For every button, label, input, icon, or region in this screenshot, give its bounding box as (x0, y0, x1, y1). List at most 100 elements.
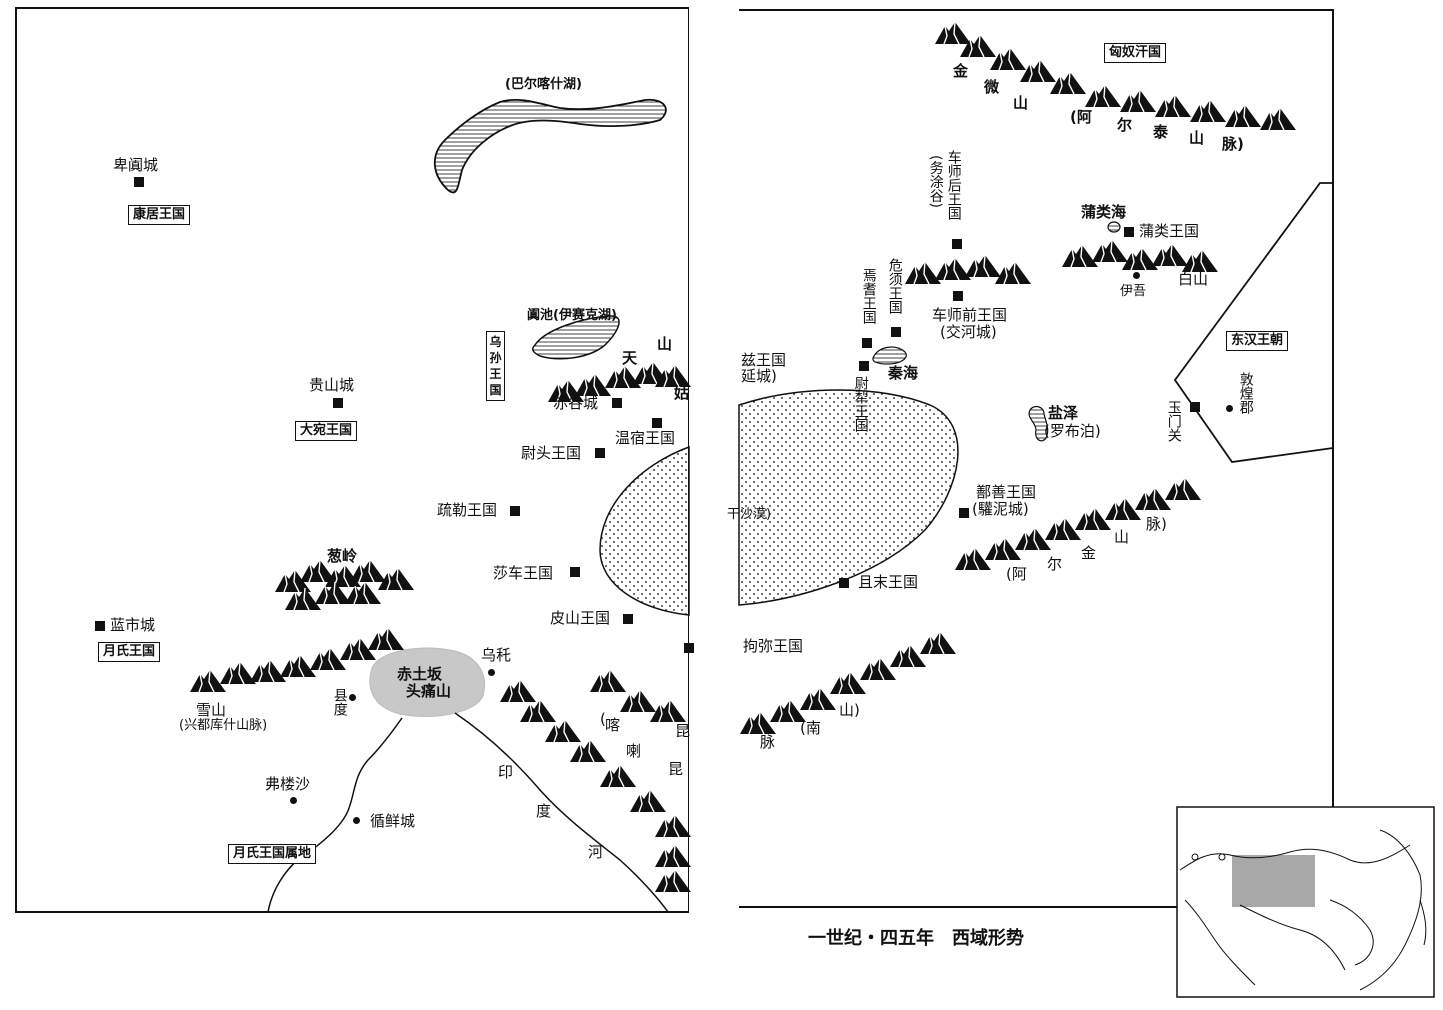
label-pishan: 皮山王国 (550, 609, 611, 627)
box-dayuan: 大宛王国 (295, 421, 358, 442)
city-marker-weili (859, 361, 869, 371)
label-altai-5: 泰 (1153, 123, 1169, 141)
label-issyk-kul: 阗池(伊赛克湖) (527, 308, 617, 323)
city-marker-chigu (612, 398, 622, 408)
box-han: 东汉王朝 (1226, 331, 1289, 352)
label-desert: 干沙漠) (727, 507, 772, 522)
inset-locator-map (1176, 806, 1435, 998)
label-baishan: 白山 (1178, 270, 1209, 288)
label-yumen: 玉门关 (1165, 400, 1182, 442)
label-karakoram-tail: 昆 (675, 722, 691, 740)
label-nanshan-1: 山) (839, 701, 860, 719)
label-yanqi: 焉耆王国 (860, 268, 877, 324)
label-lake-balkhash: (巴尔喀什湖) (505, 77, 582, 92)
label-shache: 莎车王国 (493, 564, 554, 582)
city-marker-qiemo (839, 578, 849, 588)
lake-yanze (1028, 405, 1049, 442)
label-karakoram-2: 喇 (626, 742, 642, 760)
mountains-altai (935, 22, 1296, 130)
city-marker-weixu (891, 327, 901, 337)
city-marker-lanshi (95, 621, 105, 631)
label-qiuci-b: 延城) (741, 367, 777, 385)
label-pulei: 蒲类王国 (1139, 222, 1200, 240)
label-guishan: 贵山城 (309, 376, 355, 394)
lake-issyk-kul (531, 315, 620, 360)
label-karakoram-3: 昆 (668, 760, 684, 778)
label-karakoram-0: ( (600, 710, 606, 728)
right-sheet-frame (739, 9, 1334, 908)
label-gu: 姑 (674, 384, 690, 402)
label-shanshan-note: (驩泥城) (972, 500, 1029, 518)
label-qinhai: 秦海 (888, 364, 919, 382)
label-shule: 疏勒王国 (437, 501, 498, 519)
inset-highlight-region (1232, 855, 1315, 907)
label-altun-0: 脉) (1146, 515, 1167, 533)
label-altun-1: 山 (1114, 528, 1130, 546)
label-shan: 山 (657, 335, 673, 353)
label-altai-6: 山 (1189, 129, 1205, 147)
city-marker-fuloushao (290, 797, 297, 804)
han-border (1173, 182, 1334, 463)
box-kangju: 康居王国 (128, 205, 191, 226)
label-altai-7: 脉) (1222, 135, 1244, 153)
indus-river-east (454, 712, 669, 913)
label-jumi: 拘弥王国 (743, 637, 804, 655)
label-chitu: 赤土坂 (397, 665, 443, 683)
mountains-baishan (1062, 240, 1218, 272)
label-weili: 尉犁王国 (852, 376, 869, 432)
label-xuandu: 县度 (331, 688, 348, 716)
taklamakan-desert-right (738, 389, 959, 606)
label-weitou: 尉头王国 (521, 444, 582, 462)
label-karakoram-1: 喀 (605, 716, 621, 734)
city-marker-shule (510, 506, 520, 516)
label-beitian: 卑阗城 (113, 156, 159, 174)
lake-pulei-hai (1107, 221, 1121, 233)
city-marker-beitian (134, 177, 144, 187)
label-hindu-kush: (兴都库什山脉) (179, 718, 268, 733)
label-yiwu: 伊吾 (1120, 284, 1147, 299)
label-lanshi: 蓝市城 (110, 616, 156, 634)
label-indus-1: 度 (536, 802, 552, 820)
label-jushi-qian: 车师前王国 (932, 306, 1008, 324)
city-marker-wuhao (488, 669, 495, 676)
label-nanshan-0: (南 (800, 719, 821, 737)
label-tian: 天 (622, 349, 638, 367)
map-caption: 一世纪・四五年 西域形势 (808, 928, 1024, 949)
label-altai-0: 金 (953, 62, 969, 80)
label-qiemo: 且末王国 (858, 573, 919, 591)
label-weixu: 危须王国 (886, 258, 903, 314)
city-marker-jushi-qian (953, 291, 963, 301)
label-altai-1: 微 (984, 78, 1000, 96)
box-wusun: 乌孙王国 (486, 331, 505, 401)
label-shanshan: 鄯善王国 (976, 483, 1037, 501)
city-marker-weitou (595, 448, 605, 458)
box-yueshi: 月氏王国 (98, 642, 161, 663)
label-congling: 葱岭 (327, 547, 358, 565)
city-marker-yumen (1190, 402, 1200, 412)
label-jushi-hou-note: (务涂谷) (927, 155, 944, 208)
label-altun-4: (阿 (1006, 565, 1027, 583)
label-pulei-hai: 蒲类海 (1081, 203, 1127, 221)
city-marker-xunxian (353, 817, 360, 824)
indus-river-west (267, 717, 403, 913)
city-marker-yanqi (862, 338, 872, 348)
label-wuhao: 乌秅 (481, 646, 512, 664)
box-yueshi-territory: 月氏王国属地 (228, 844, 317, 865)
label-wensu: 温宿王国 (615, 429, 676, 447)
city-marker-dunhuang (1226, 405, 1233, 412)
label-nanshan-2: 脉 (760, 733, 776, 751)
city-marker-jushi-hou (952, 239, 962, 249)
label-fuloushao: 弗楼沙 (265, 775, 311, 793)
city-marker-edge (684, 643, 694, 653)
label-toutong: 头痛山 (406, 682, 452, 700)
city-marker-yiwu (1133, 272, 1140, 279)
label-xunxian: 循鲜城 (370, 812, 416, 830)
left-sheet-frame (15, 7, 690, 913)
mountains-tianshan-east (905, 255, 1031, 284)
city-marker-shanshan (959, 508, 969, 518)
city-marker-wensu (652, 418, 662, 428)
label-jushi-hou: 车师后王国 (945, 150, 962, 220)
label-jushi-qian-note: (交河城) (940, 323, 997, 341)
label-lop-nur: (罗布泊) (1044, 422, 1101, 440)
